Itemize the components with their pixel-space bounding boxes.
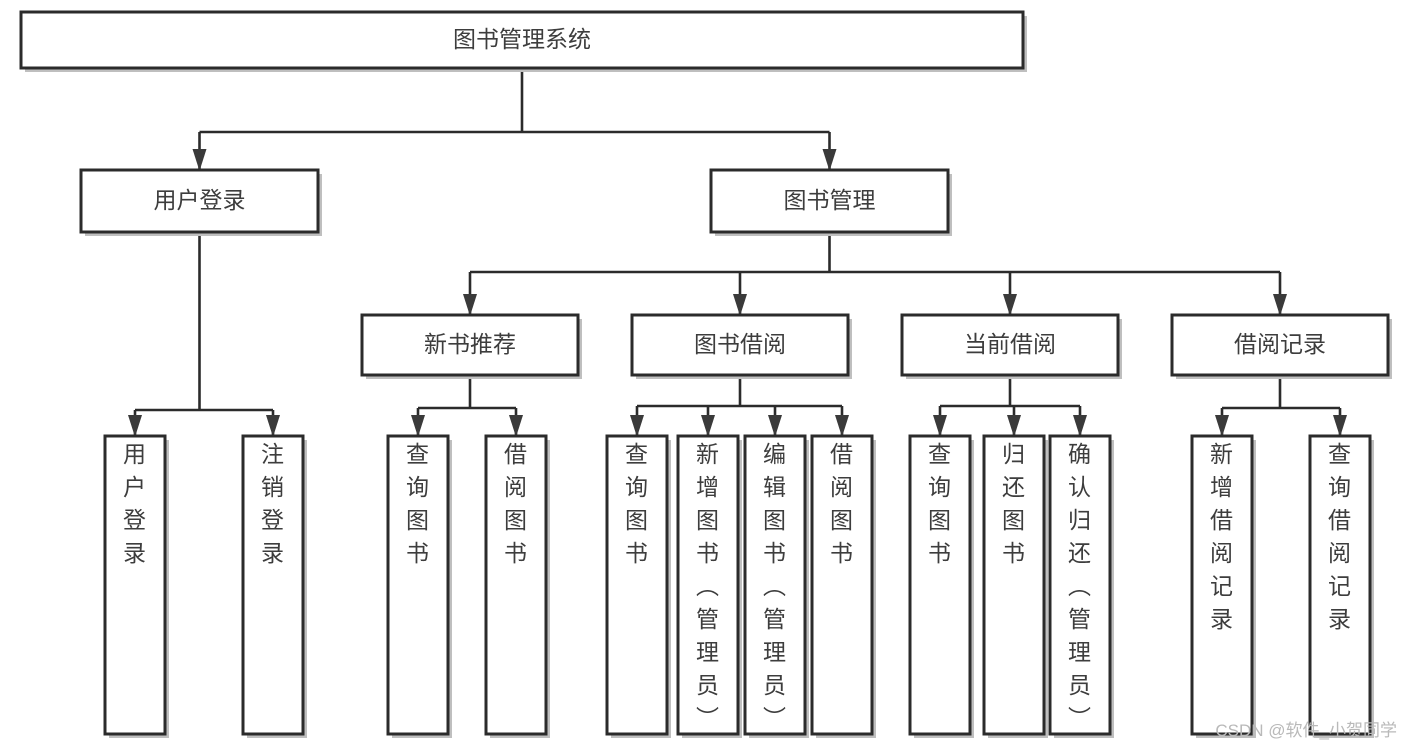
leaf-node-11-label: 新增借阅记录 — [1210, 441, 1234, 632]
level2-node-1-label: 图书管理 — [784, 187, 876, 213]
leaf-node-8[interactable] — [908, 434, 972, 736]
arrow-head-icon — [1273, 294, 1287, 316]
leaf-node-6-label: 编辑图书︵管理员︶ — [763, 441, 787, 731]
leaf-node-9-label: 归还图书 — [1002, 441, 1026, 566]
arrow-head-icon — [463, 294, 477, 316]
leaf-node-4[interactable] — [605, 434, 669, 736]
arrow-head-icon — [1007, 415, 1021, 437]
arrow-head-icon — [1215, 415, 1229, 437]
leaf-node-4-label: 查询图书 — [625, 441, 649, 566]
leaf-node-2[interactable] — [386, 434, 450, 736]
leaf-node-1-label: 注销登录 — [261, 441, 285, 566]
label-layer: 图书管理系统用户登录图书管理新书推荐图书借阅当前借阅借阅记录用户登录注销登录查询… — [123, 26, 1352, 731]
connector-layer — [128, 68, 1347, 437]
arrow-head-icon — [266, 415, 280, 437]
level3-node-3[interactable] — [1170, 313, 1390, 377]
leaf-node-7-label: 借阅图书 — [830, 441, 854, 566]
level3-node-3-label: 借阅记录 — [1234, 331, 1326, 357]
arrow-head-icon — [768, 415, 782, 437]
level3-node-2[interactable] — [900, 313, 1120, 377]
arrow-head-icon — [701, 415, 715, 437]
arrow-head-icon — [1003, 294, 1017, 316]
leaf-node-3[interactable] — [484, 434, 548, 736]
leaf-node-0[interactable] — [103, 434, 167, 736]
level2-node-0[interactable] — [79, 168, 320, 234]
arrow-head-icon — [733, 294, 747, 316]
leaf-node-6[interactable] — [743, 434, 807, 736]
arrow-head-icon — [509, 415, 523, 437]
arrow-head-icon — [411, 415, 425, 437]
node-layer — [19, 10, 1390, 736]
arrow-head-icon — [1073, 415, 1087, 437]
level3-node-0-label: 新书推荐 — [424, 331, 516, 357]
arrow-head-icon — [822, 149, 837, 171]
arrow-head-icon — [630, 415, 644, 437]
leaf-node-10[interactable] — [1048, 434, 1112, 736]
level3-node-0[interactable] — [360, 313, 580, 377]
arrow-head-icon — [933, 415, 947, 437]
root-node-label: 图书管理系统 — [453, 26, 591, 52]
leaf-node-11[interactable] — [1190, 434, 1254, 736]
leaf-node-9[interactable] — [982, 434, 1046, 736]
leaf-node-0-label: 用户登录 — [123, 441, 147, 566]
level2-node-0-label: 用户登录 — [154, 187, 246, 213]
level3-node-2-label: 当前借阅 — [964, 331, 1056, 357]
leaf-node-10-label: 确认归还︵管理员︶ — [1068, 441, 1092, 731]
leaf-node-7[interactable] — [810, 434, 874, 736]
leaf-node-12[interactable] — [1308, 434, 1372, 736]
leaf-node-1[interactable] — [241, 434, 305, 736]
arrow-head-icon — [128, 415, 142, 437]
level3-node-1-label: 图书借阅 — [694, 331, 786, 357]
arrow-head-icon — [835, 415, 849, 437]
leaf-node-5-label: 新增图书︵管理员︶ — [696, 441, 720, 731]
leaf-node-3-label: 借阅图书 — [504, 441, 528, 566]
leaf-node-12-label: 查询借阅记录 — [1328, 441, 1352, 632]
leaf-node-8-label: 查询图书 — [928, 441, 952, 566]
arrow-head-icon — [192, 149, 207, 171]
level3-node-1[interactable] — [630, 313, 850, 377]
leaf-node-5[interactable] — [676, 434, 740, 736]
leaf-node-2-label: 查询图书 — [406, 441, 430, 566]
root-node[interactable] — [19, 10, 1025, 70]
level2-node-1[interactable] — [709, 168, 950, 234]
arrow-head-icon — [1333, 415, 1347, 437]
